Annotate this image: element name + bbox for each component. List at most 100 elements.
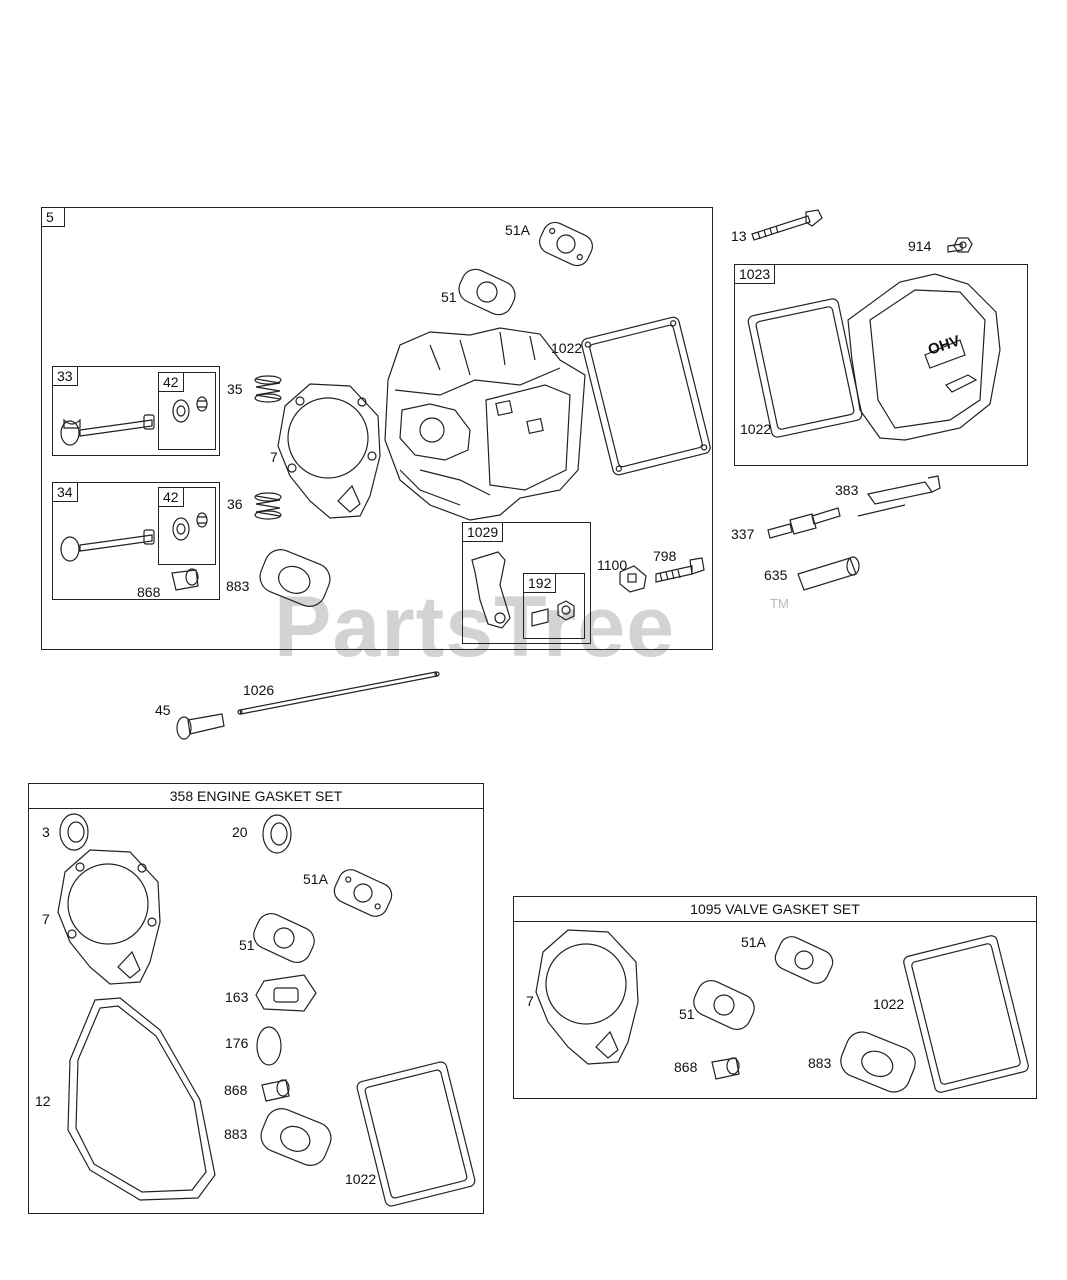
exhaust-valve-box: 34 [52, 482, 220, 600]
main-group-tag: 5 [41, 207, 65, 227]
part-383-plug-wire [857, 475, 941, 517]
callout-51: 51 [441, 289, 457, 305]
callout-1100: 1100 [597, 557, 628, 573]
cover-group-box: 1023 [734, 264, 1028, 466]
part-883-exhaust-gasket [259, 549, 331, 607]
vgs-callout-51a: 51A [741, 934, 766, 950]
rocker-arm-box: 1029 [462, 522, 591, 644]
callout-7: 7 [270, 449, 278, 465]
exhaust-keeper-box: 42 [158, 487, 216, 565]
egs-callout-163: 163 [225, 989, 249, 1005]
egs-callout-12: 12 [35, 1093, 51, 1109]
egs-part-51a-gasket [333, 869, 393, 917]
part-valve-cover [847, 273, 1001, 441]
callout-337: 337 [731, 526, 755, 542]
engine-gasket-set-title: 358 ENGINE GASKET SET [29, 784, 483, 809]
part-914-screw [947, 237, 973, 253]
egs-part-883-gasket [260, 1108, 332, 1166]
part-42-intake-keeper [172, 396, 208, 423]
egs-part-20-seal [262, 814, 292, 854]
egs-part-176-o-ring [256, 1026, 282, 1066]
part-337-spark-plug [767, 507, 841, 539]
part-1022-cover-gasket [581, 316, 711, 476]
part-1022-cover-box-gasket [747, 298, 863, 438]
valve-gasket-set-title: 1095 VALVE GASKET SET [514, 897, 1036, 922]
egs-callout-883: 883 [224, 1126, 248, 1142]
egs-callout-7: 7 [42, 911, 50, 927]
part-192-rocker-nut [531, 600, 575, 627]
callout-35: 35 [227, 381, 243, 397]
part-cylinder-head [384, 327, 586, 521]
callout-36: 36 [227, 496, 243, 512]
egs-part-51-gasket [253, 913, 315, 963]
vgs-callout-883: 883 [808, 1055, 832, 1071]
part-868-valve-seal-main [171, 568, 199, 591]
callout-635: 635 [764, 567, 788, 583]
egs-part-163-gasket [255, 974, 317, 1012]
part-13-bolt [751, 209, 823, 241]
engine-gasket-set-box: 358 ENGINE GASKET SET [28, 783, 484, 1214]
part-36-valve-spring [254, 492, 282, 520]
vgs-part-868-seal [711, 1057, 740, 1080]
part-34-exhaust-valve [60, 529, 155, 562]
part-51-intake-gasket [458, 268, 516, 316]
callout-13: 13 [731, 228, 747, 244]
part-35-valve-spring [254, 375, 282, 403]
intake-valve-tag: 33 [52, 366, 78, 386]
egs-part-1022-gasket [356, 1061, 476, 1207]
part-635-boot [797, 556, 860, 591]
vgs-callout-51: 51 [679, 1006, 695, 1022]
part-1029-rocker-arm [471, 551, 511, 629]
egs-part-868-seal [261, 1079, 290, 1102]
callout-383: 383 [835, 482, 859, 498]
vgs-callout-1022: 1022 [873, 996, 905, 1012]
callout-914: 914 [908, 238, 932, 254]
egs-callout-176: 176 [225, 1035, 249, 1051]
egs-callout-51a: 51A [303, 871, 328, 887]
part-1026-push-rod [237, 671, 440, 715]
part-51a-intake-gasket [539, 221, 593, 267]
main-group-box: 5 [41, 207, 713, 650]
part-42-exhaust-keeper [172, 512, 208, 541]
exhaust-keeper-tag: 42 [158, 487, 184, 507]
rocker-nut-box: 192 [523, 573, 585, 639]
part-33-intake-valve [60, 414, 155, 446]
vgs-part-883-gasket [840, 1031, 916, 1093]
egs-part-7-head-gasket [57, 849, 161, 985]
vgs-part-51-gasket [693, 980, 755, 1030]
callout-1026: 1026 [243, 682, 275, 698]
valve-gasket-set-box: 1095 VALVE GASKET SET [513, 896, 1037, 1099]
vgs-callout-868: 868 [674, 1059, 698, 1075]
callout-cover-1022: 1022 [740, 421, 772, 437]
part-7-head-gasket [277, 383, 381, 519]
vgs-callout-7: 7 [526, 993, 534, 1009]
rocker-arm-tag: 1029 [462, 522, 504, 542]
egs-callout-1022: 1022 [345, 1171, 377, 1187]
egs-part-3-seal [59, 813, 89, 851]
watermark-trademark: TM [770, 596, 789, 611]
intake-keeper-tag: 42 [158, 372, 184, 392]
vgs-part-7-head-gasket [535, 929, 639, 1065]
part-1100-guide-plate [619, 565, 647, 593]
callout-45: 45 [155, 702, 171, 718]
callout-1022: 1022 [551, 340, 583, 356]
callout-798: 798 [653, 548, 677, 564]
callout-883: 883 [226, 578, 250, 594]
egs-callout-3: 3 [42, 824, 50, 840]
egs-callout-51: 51 [239, 937, 255, 953]
egs-callout-20: 20 [232, 824, 248, 840]
rocker-nut-tag: 192 [523, 573, 557, 593]
callout-868: 868 [137, 584, 161, 600]
vgs-part-51a-gasket [774, 936, 834, 984]
intake-keeper-box: 42 [158, 372, 216, 450]
callout-51a: 51A [505, 222, 530, 238]
vgs-part-1022-gasket [903, 935, 1029, 1093]
exhaust-valve-tag: 34 [52, 482, 78, 502]
part-798-rocker-stud [655, 557, 705, 583]
watermark: PartsTree [274, 579, 676, 675]
egs-part-12-crankcase-gasket [67, 997, 216, 1201]
cover-group-tag: 1023 [734, 264, 776, 284]
intake-valve-box: 33 [52, 366, 220, 456]
egs-callout-868: 868 [224, 1082, 248, 1098]
